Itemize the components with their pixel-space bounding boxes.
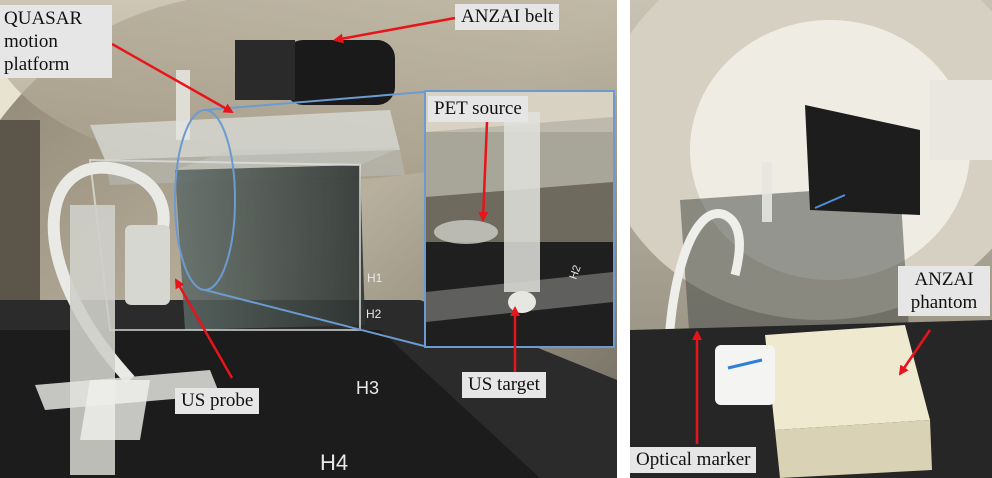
label-quasar-motion-platform: QUASAR motion platform bbox=[0, 5, 112, 78]
label-pet-source: PET source bbox=[428, 96, 528, 122]
marking-h3: H3 bbox=[356, 378, 379, 398]
right-photo bbox=[630, 0, 992, 478]
label-anzai-belt: ANZAI belt bbox=[455, 4, 560, 30]
label-quasar-line3: platform bbox=[4, 54, 70, 75]
inset-photo: H2 bbox=[424, 90, 615, 348]
label-quasar-line1: QUASAR bbox=[4, 8, 83, 29]
label-optical-marker: Optical marker bbox=[630, 447, 757, 473]
marking-h1: H1 bbox=[367, 271, 383, 285]
label-anzai-phantom-line2: phantom bbox=[910, 292, 978, 313]
marking-inset-h2: H2 bbox=[568, 264, 584, 281]
label-anzai-phantom: ANZAI phantom bbox=[898, 266, 990, 316]
label-anzai-phantom-line1: ANZAI bbox=[914, 269, 974, 290]
marking-h4: H4 bbox=[320, 450, 348, 475]
label-us-probe: US probe bbox=[175, 388, 260, 414]
marking-h2: H2 bbox=[366, 307, 382, 321]
label-quasar-line2: motion bbox=[4, 31, 58, 52]
left-photo: H1 H2 H3 H4 bbox=[0, 0, 617, 478]
label-us-target: US target bbox=[462, 372, 546, 398]
